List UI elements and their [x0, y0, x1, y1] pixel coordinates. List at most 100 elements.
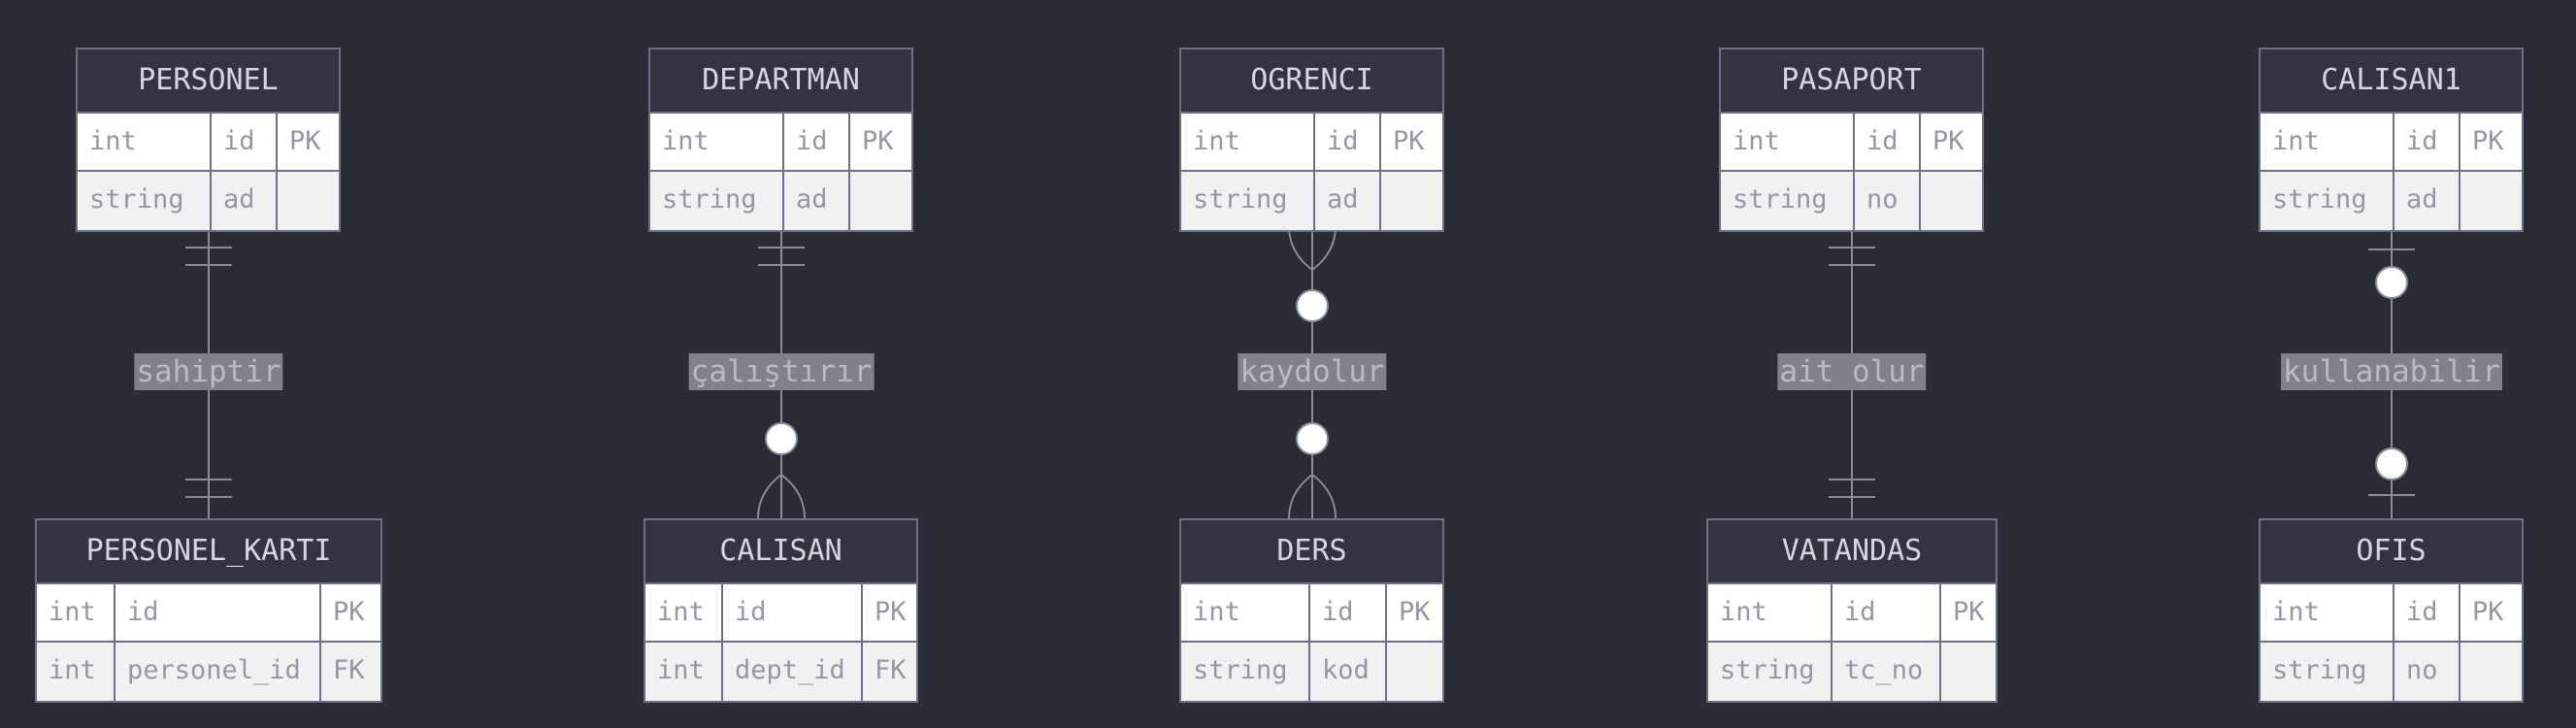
attribute-row: string ad	[78, 172, 339, 230]
cardinality-circle	[1296, 422, 1329, 455]
entity-calisan1[interactable]: CALISAN1 int id PK string ad	[2259, 48, 2524, 232]
attr-key	[2459, 643, 2522, 701]
attr-key: PK	[2459, 584, 2522, 641]
crowfoot-left	[1288, 225, 1313, 271]
attr-name: kod	[1308, 643, 1385, 701]
attr-name: tc_no	[1831, 643, 1939, 701]
attr-name: id	[721, 584, 861, 641]
entity-title: CALISAN	[645, 520, 916, 584]
attr-key: PK	[276, 114, 339, 170]
attr-name: dept_id	[721, 643, 861, 701]
attr-type: string	[1733, 184, 1828, 215]
relationship-label-sahiptir: sahiptir	[134, 353, 283, 390]
cardinality-circle	[765, 422, 798, 455]
entity-title: DEPARTMAN	[650, 50, 911, 114]
attr-type: string	[662, 184, 757, 215]
attribute-row: int id PK	[2261, 584, 2522, 643]
cardinality-circle	[1296, 289, 1329, 322]
attr-type: int	[2272, 126, 2320, 156]
attribute-row: int id PK	[1181, 584, 1442, 643]
entity-personel[interactable]: PERSONEL int id PK string ad	[76, 48, 341, 232]
attr-key: PK	[1919, 114, 1982, 170]
relationship-label-calistirir: çalıştırır	[688, 353, 875, 390]
attribute-row: int id PK	[1721, 114, 1982, 172]
crowfoot-right	[1311, 225, 1337, 271]
attribute-row: string no	[1721, 172, 1982, 230]
entity-title: PASAPORT	[1721, 50, 1982, 114]
attribute-row: string tc_no	[1708, 643, 1996, 701]
attr-type: int	[1733, 126, 1780, 156]
attr-type: int	[662, 126, 710, 156]
attr-name: personel_id	[114, 643, 319, 701]
entity-vatandas[interactable]: VATANDAS int id PK string tc_no	[1706, 518, 1998, 703]
attr-key	[2459, 172, 2522, 230]
attribute-row: string ad	[1181, 172, 1442, 230]
attr-name: id	[2393, 584, 2459, 641]
attribute-row: int id PK	[2261, 114, 2522, 172]
attr-key: PK	[1379, 114, 1442, 170]
attr-type: int	[657, 597, 705, 627]
attr-key	[276, 172, 339, 230]
entity-departman[interactable]: DEPARTMAN int id PK string ad	[648, 48, 913, 232]
attr-key: PK	[1939, 584, 1996, 641]
entity-title: DERS	[1181, 520, 1442, 584]
attribute-row: int id PK	[37, 584, 380, 643]
attribute-row: string ad	[2261, 172, 2522, 230]
entity-pasaport[interactable]: PASAPORT int id PK string no	[1719, 48, 1984, 232]
attr-type: int	[1720, 597, 1767, 627]
attr-name: id	[1313, 114, 1379, 170]
entity-title: PERSONEL_KARTI	[37, 520, 380, 584]
attr-type: string	[1193, 655, 1288, 685]
attr-type: string	[1720, 655, 1815, 685]
attr-type: string	[2272, 655, 2367, 685]
entity-ofis[interactable]: OFIS int id PK string no	[2259, 518, 2524, 703]
attr-key: FK	[319, 643, 380, 701]
attr-key	[1379, 172, 1442, 230]
attr-type: int	[1193, 126, 1240, 156]
attr-name: no	[1853, 172, 1919, 230]
relationship-label-kullanabilir: kullanabilir	[2281, 353, 2502, 390]
entity-personel-karti[interactable]: PERSONEL_KARTI int id PK int personel_id…	[35, 518, 382, 703]
entity-ogrenci[interactable]: OGRENCI int id PK string ad	[1179, 48, 1444, 232]
attribute-row: int id PK	[78, 114, 339, 172]
cardinality-circle	[2375, 266, 2408, 299]
attr-key	[1939, 643, 1996, 701]
attr-name: ad	[2393, 172, 2459, 230]
attr-type: string	[2272, 184, 2367, 215]
attribute-row: string kod	[1181, 643, 1442, 701]
entity-title: OFIS	[2261, 520, 2522, 584]
attribute-row: string ad	[650, 172, 911, 230]
attr-name: ad	[782, 172, 848, 230]
attr-key: PK	[1385, 584, 1442, 641]
attr-type: int	[2272, 597, 2320, 627]
attr-type: int	[49, 597, 96, 627]
attr-type: int	[49, 655, 96, 685]
attribute-row: int id PK	[645, 584, 916, 643]
attribute-row: int id PK	[1708, 584, 1996, 643]
entity-ders[interactable]: DERS int id PK string kod	[1179, 518, 1444, 703]
attr-key: PK	[848, 114, 911, 170]
attr-name: ad	[1313, 172, 1379, 230]
attr-type: string	[1193, 184, 1288, 215]
relationship-label-ait-olur: ait olur	[1777, 353, 1927, 390]
attr-type: string	[89, 184, 184, 215]
attr-name: id	[1831, 584, 1939, 641]
entity-title: OGRENCI	[1181, 50, 1442, 114]
attribute-row: int personel_id FK	[37, 643, 380, 701]
entity-calisan[interactable]: CALISAN int id PK int dept_id FK	[644, 518, 918, 703]
attr-name: id	[114, 584, 319, 641]
attr-name: id	[1308, 584, 1385, 641]
attribute-row: int id PK	[1181, 114, 1442, 172]
crowfoot-right	[780, 474, 806, 519]
entity-title: VATANDAS	[1708, 520, 1996, 584]
attr-name: id	[782, 114, 848, 170]
attr-name: id	[2393, 114, 2459, 170]
attr-name: ad	[210, 172, 276, 230]
entity-title: CALISAN1	[2261, 50, 2522, 114]
relationship-label-kaydolur: kaydolur	[1238, 353, 1387, 390]
attr-type: int	[89, 126, 137, 156]
attr-type: int	[1193, 597, 1240, 627]
attribute-row: string no	[2261, 643, 2522, 701]
attr-key	[1919, 172, 1982, 230]
attribute-row: int dept_id FK	[645, 643, 916, 701]
